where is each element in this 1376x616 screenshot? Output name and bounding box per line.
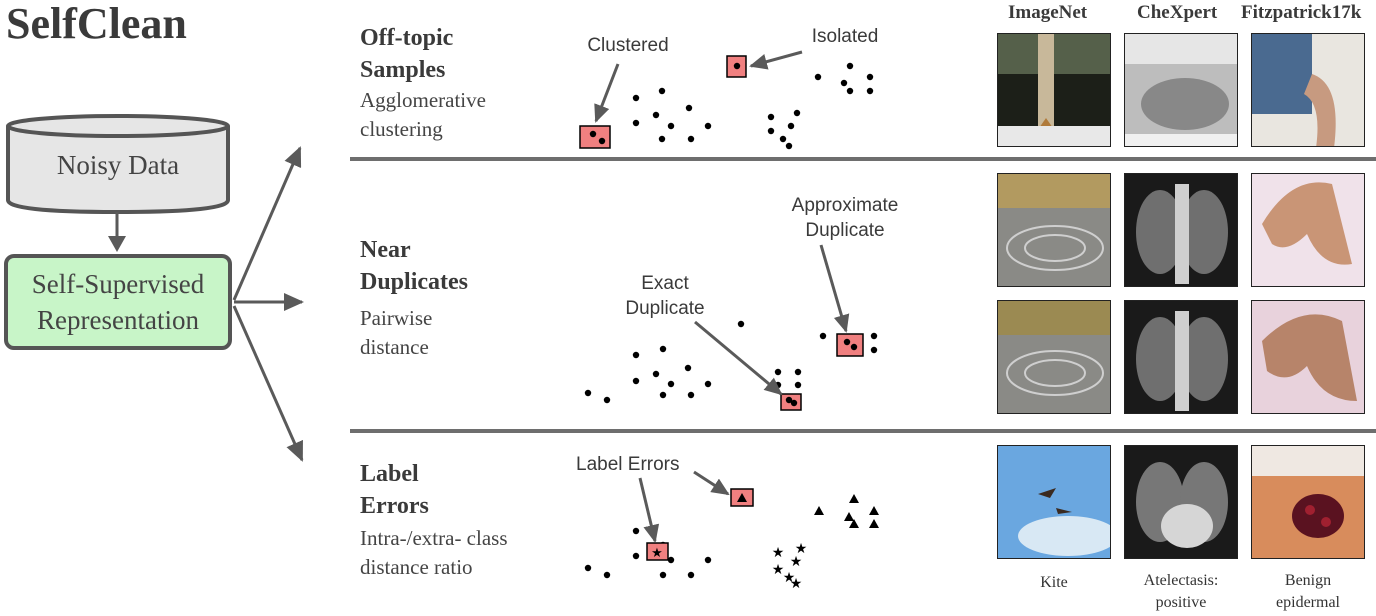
imagenet-duplicate-image-1 bbox=[997, 173, 1111, 287]
label-errors-section: Label Errors Intra-/extra- class distanc… bbox=[360, 458, 508, 582]
section-heading-line: Duplicates bbox=[360, 269, 468, 295]
column-header-imagenet: ImageNet bbox=[1008, 2, 1088, 23]
caption-line: Benign bbox=[1284, 572, 1332, 589]
arrow-icon bbox=[819, 244, 850, 333]
clustered-box bbox=[579, 125, 611, 149]
exact-duplicate-annotation: Exact Duplicate bbox=[605, 271, 725, 321]
imagenet-duplicate-image-2 bbox=[997, 300, 1111, 414]
method-line: Intra-/extra- class bbox=[360, 526, 508, 550]
caption-fitzpatrick: Benign epidermal bbox=[1246, 570, 1370, 614]
fitzpatrick-duplicate-image-2 bbox=[1251, 300, 1365, 414]
section-divider bbox=[350, 157, 1376, 161]
caption-chexpert: Atelectasis: positive bbox=[1116, 570, 1246, 614]
column-header-chexpert: CheXpert bbox=[1137, 2, 1218, 23]
chexpert-label-error-image bbox=[1124, 445, 1238, 559]
method-line: clustering bbox=[360, 117, 443, 141]
star-markers: ★★★ ★★★ bbox=[772, 541, 808, 592]
fitzpatrick-duplicate-image-1 bbox=[1251, 173, 1365, 287]
method-line: Agglomerative bbox=[360, 88, 486, 112]
imagenet-label-error-image bbox=[997, 445, 1111, 559]
near-duplicates-section: Near Duplicates Pairwise distance bbox=[360, 234, 468, 362]
representation-line-2: Representation bbox=[37, 305, 199, 335]
representation-line-1: Self-Supervised bbox=[31, 269, 205, 299]
section-heading-line: Off-topic bbox=[360, 25, 454, 51]
arrow-icon bbox=[594, 63, 620, 123]
scatter-illustrations: ★★★ ★★★ ★ bbox=[579, 50, 879, 592]
svg-text:★: ★ bbox=[772, 545, 785, 561]
arrow-up-icon bbox=[232, 146, 302, 301]
triangle-markers bbox=[814, 494, 879, 528]
chexpert-offtopic-image bbox=[1124, 33, 1238, 147]
annotation-line: Exact bbox=[641, 273, 689, 294]
page-title: SelfClean bbox=[6, 0, 187, 48]
cluster-points bbox=[632, 62, 874, 150]
arrow-icon bbox=[749, 50, 803, 70]
noisy-data-label: Noisy Data bbox=[56, 150, 180, 180]
method-line: distance ratio bbox=[360, 555, 473, 579]
pipeline-graphic bbox=[6, 114, 304, 462]
section-heading-line: Samples bbox=[360, 57, 446, 83]
imagenet-offtopic-image bbox=[997, 33, 1111, 147]
svg-text:★: ★ bbox=[651, 546, 663, 561]
annotation-line: Duplicate bbox=[805, 220, 885, 241]
svg-text:★: ★ bbox=[783, 570, 796, 586]
section-divider bbox=[350, 429, 1376, 433]
svg-text:★: ★ bbox=[790, 554, 803, 570]
caption-imagenet: Kite bbox=[1040, 574, 1068, 591]
column-header-fitzpatrick: Fitzpatrick17k bbox=[1241, 2, 1362, 23]
approximate-duplicate-box bbox=[836, 333, 864, 357]
fitzpatrick-label-error-image bbox=[1251, 445, 1365, 559]
annotation-line: Approximate bbox=[791, 195, 899, 216]
section-heading-line: Label bbox=[360, 461, 419, 487]
arrow-down-right-icon bbox=[232, 305, 304, 462]
annotation-line: Duplicate bbox=[625, 298, 705, 319]
caption-line: positive bbox=[1155, 594, 1207, 611]
representation-box: Self-Supervised Representation bbox=[4, 254, 232, 350]
section-heading-line: Errors bbox=[360, 493, 429, 519]
approximate-duplicate-annotation: Approximate Duplicate bbox=[775, 193, 915, 243]
label-error-star-box bbox=[646, 542, 669, 561]
svg-text:★: ★ bbox=[772, 562, 785, 578]
caption-line: epidermal bbox=[1276, 594, 1340, 611]
arrow-icon bbox=[694, 320, 783, 396]
method-line: distance bbox=[360, 335, 429, 359]
label-errors-annotation: Label Errors bbox=[576, 454, 680, 475]
svg-text:★: ★ bbox=[795, 541, 808, 557]
isolated-annotation: Isolated bbox=[811, 26, 879, 47]
fitzpatrick-offtopic-image bbox=[1251, 33, 1365, 147]
chexpert-duplicate-image-1 bbox=[1124, 173, 1238, 287]
clustered-annotation: Clustered bbox=[587, 35, 669, 56]
section-heading-line: Near bbox=[360, 237, 411, 263]
arrow-icon bbox=[638, 477, 660, 543]
method-line: Pairwise bbox=[360, 306, 433, 330]
duplicate-points bbox=[584, 320, 878, 404]
caption-line: Atelectasis: bbox=[1143, 572, 1219, 589]
arrow-icon bbox=[693, 470, 730, 496]
chexpert-duplicate-image-2 bbox=[1124, 300, 1238, 414]
off-topic-section: Off-topic Samples Agglomerative clusteri… bbox=[360, 22, 486, 144]
svg-text:★: ★ bbox=[790, 576, 803, 592]
